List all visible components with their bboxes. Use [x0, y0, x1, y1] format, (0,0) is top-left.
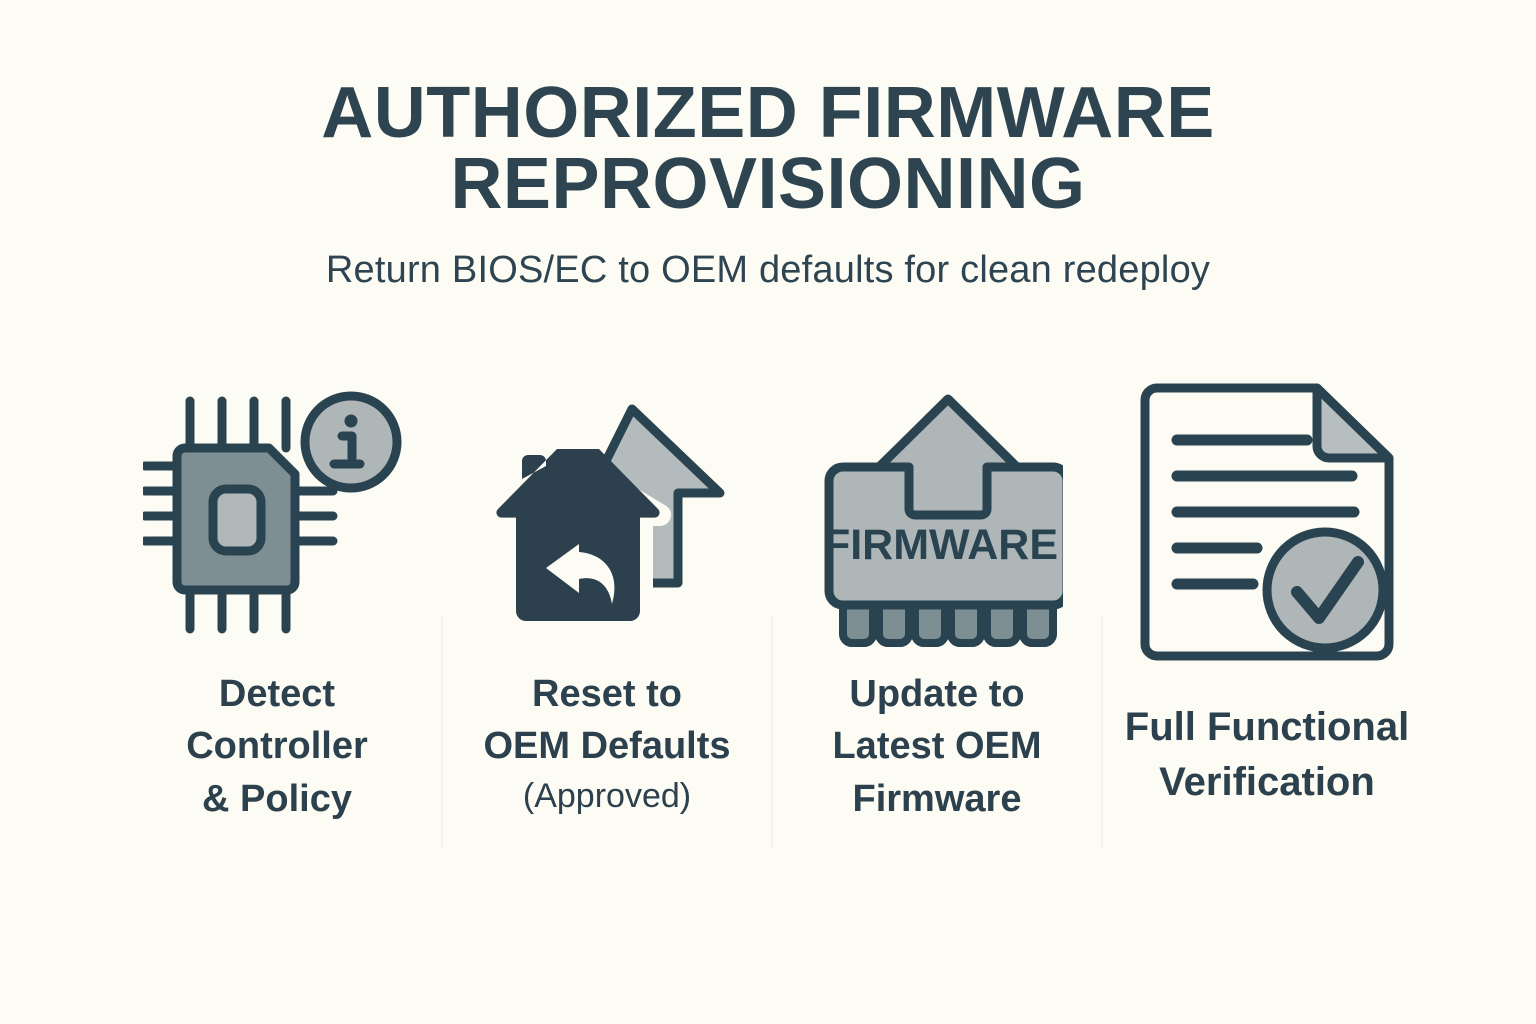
document-with-check-circle-icon — [1140, 383, 1394, 661]
check-badge-circle — [1262, 527, 1388, 653]
step-item-detect-controller: Detect Controller & Policy — [112, 372, 442, 825]
header: AUTHORIZED FIRMWARE REPROVISIONING Retur… — [0, 73, 1536, 292]
step-item-reset-to-oem-defaults: Reset to OEM Defaults (Approved) — [441, 372, 772, 847]
house-with-back-arrow-and-up-arrow-icon — [482, 404, 725, 632]
steps-row: Detect Controller & Policy Reset to OEM … — [112, 372, 1432, 872]
step-1-icon-area — [112, 372, 442, 672]
step-3-label-line-2: Latest OEM — [832, 725, 1042, 768]
chip-core — [208, 484, 266, 556]
upload-arrow-shape — [874, 394, 1022, 520]
firmware-chip-body — [824, 462, 1063, 610]
step-2-caption: Reset to OEM Defaults (Approved) — [483, 668, 730, 820]
page-subtitle: Return BIOS/EC to OEM defaults for clean… — [325, 249, 1211, 292]
step-4-label-line-1: Full Functional — [1124, 705, 1410, 749]
document-text-lines — [1171, 434, 1360, 590]
step-2-label-line-1: Reset to — [532, 673, 682, 715]
info-badge-glyph — [329, 431, 365, 469]
step-1-caption: Detect Controller & Policy — [186, 668, 368, 825]
info-badge-dot — [344, 414, 358, 428]
step-2-icon-area — [442, 372, 772, 672]
firmware-chip-text: FIRMWARE — [824, 521, 1058, 569]
step-3-caption: Update to Latest OEM Firmware — [832, 668, 1041, 825]
step-1-label-line-2: Controller — [186, 725, 368, 768]
title-line-2: REPROVISIONING — [450, 143, 1086, 224]
title-line-1: AUTHORIZED FIRMWARE — [321, 73, 1215, 153]
back-arrow-glyph — [546, 544, 615, 604]
firmware-chip-with-upload-arrow-icon: FIRMWARE — [824, 394, 1063, 647]
firmware-chip-pins — [839, 595, 1057, 647]
step-4-icon-area — [1102, 372, 1432, 672]
step-3-icon-area: FIRMWARE — [772, 372, 1102, 672]
step-item-full-verification: Full Functional Verification — [1101, 372, 1432, 848]
step-4-label-line-2: Verification — [1159, 760, 1375, 805]
step-3-label-line-3: Firmware — [852, 777, 1022, 820]
step-2-label-line-2: OEM Defaults — [483, 725, 731, 768]
page-title: AUTHORIZED FIRMWARE REPROVISIONING — [288, 73, 1248, 224]
step-4-caption: Full Functional Verification — [1125, 700, 1409, 810]
microcontroller-chip-with-info-badge-icon — [143, 391, 402, 634]
check-mark-icon — [1291, 556, 1364, 624]
step-item-update-firmware: FIRMWARE Update to Latest OEM Firmware — [771, 372, 1102, 848]
step-2-label-note: (Approved) — [522, 776, 692, 815]
document-folded-corner — [1312, 383, 1394, 463]
step-3-label-line-1: Update to — [849, 673, 1025, 715]
house-shape — [496, 449, 660, 621]
step-1-label-line-3: & Policy — [202, 777, 352, 820]
step-1-label-line-1: Detect — [218, 673, 336, 715]
